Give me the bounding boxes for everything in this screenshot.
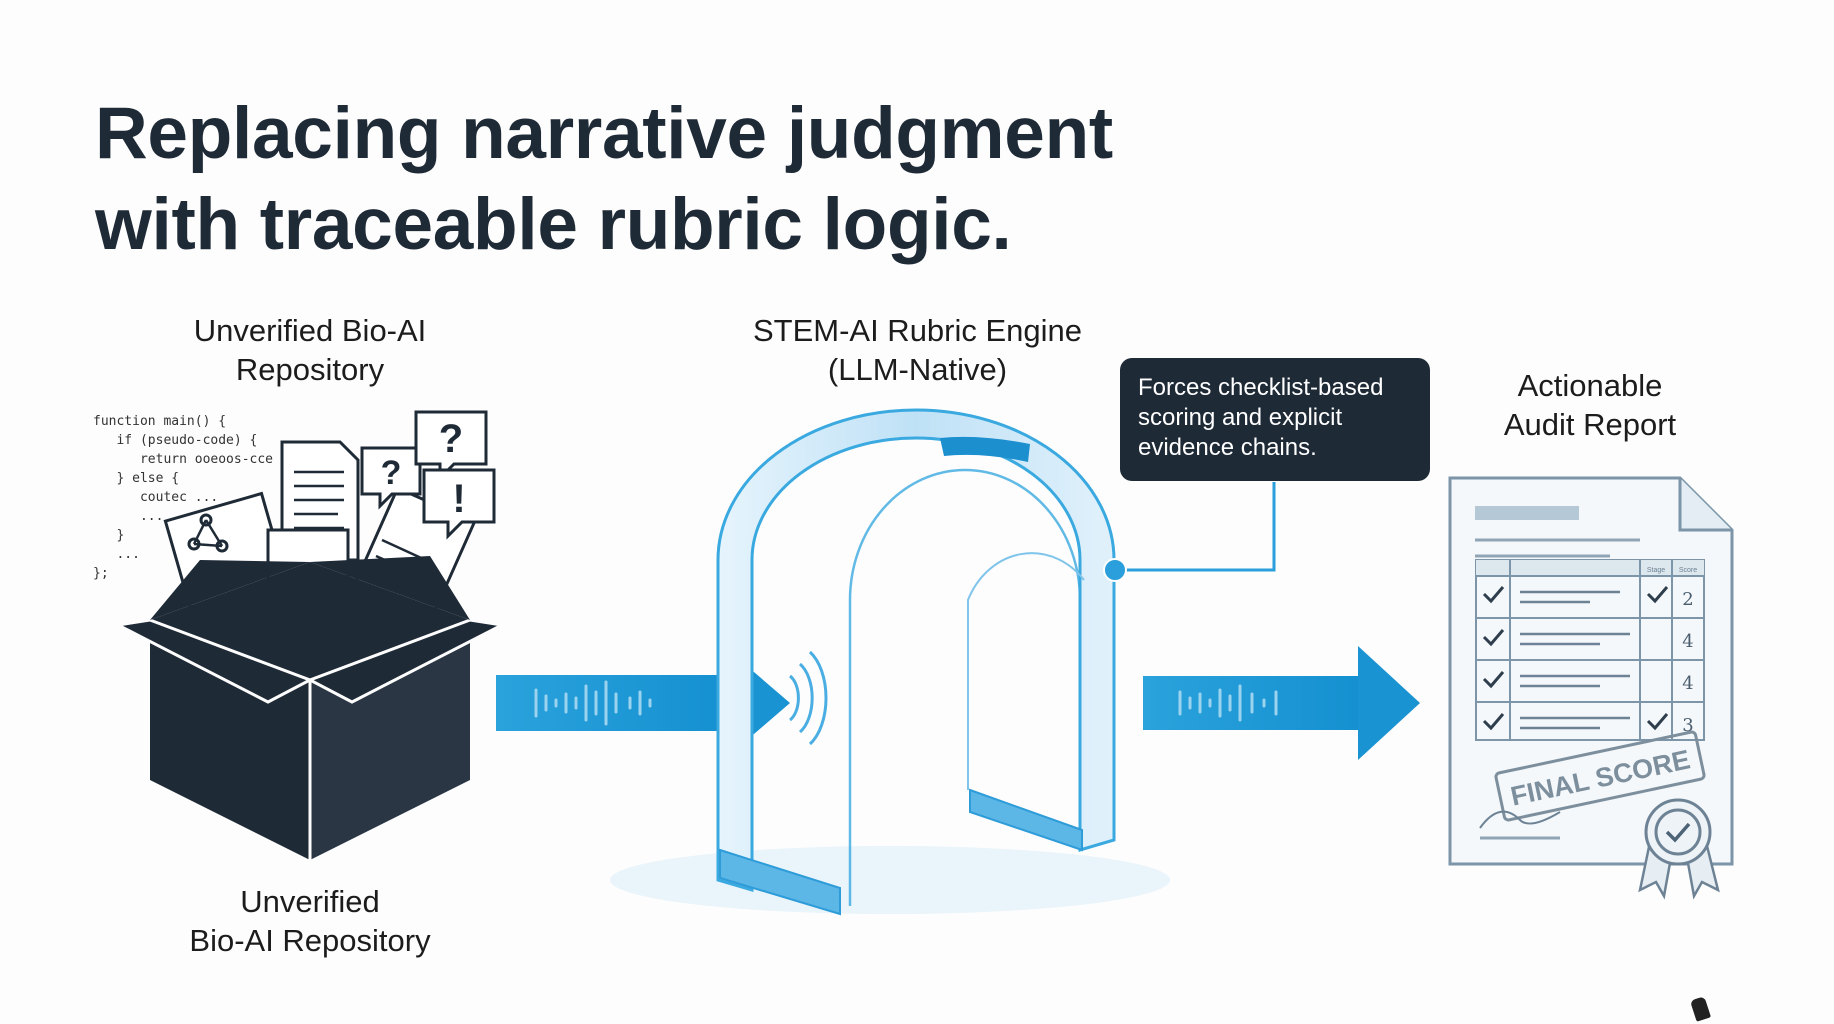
code-line: ... <box>93 509 164 524</box>
column-header: Stage <box>1647 567 1665 574</box>
checkmark-icon <box>1482 671 1505 689</box>
callout-connector <box>1103 482 1276 582</box>
rubric-engine-arch <box>610 408 1170 916</box>
engine-callout: Forces checklist-based scoring and expli… <box>1120 358 1430 481</box>
code-line: if (pseudo-code) { <box>93 433 258 448</box>
source-label-bottom-line-1: Unverified <box>240 884 380 919</box>
source-label-top-line-2: Repository <box>235 352 385 387</box>
code-line: } <box>93 528 125 543</box>
score-value: 2 <box>1682 589 1693 610</box>
award-seal-icon <box>1638 798 1720 900</box>
source-label-top: Unverified Bio-AI Repository <box>160 311 460 389</box>
report-label: Actionable Audit Report <box>1460 366 1720 444</box>
title-line-2: with traceable rubric logic. <box>95 184 1012 265</box>
title-line-1: Replacing narrative judgment <box>95 93 1113 174</box>
callout-line-3: evidence chains. <box>1138 434 1317 461</box>
checkmark-icon <box>1482 713 1505 731</box>
table-row: 2 <box>1476 575 1704 610</box>
source-label-top-line-1: Unverified Bio-AI <box>193 313 427 348</box>
table-row: 4 <box>1476 617 1704 652</box>
checkmark-icon <box>1482 629 1505 647</box>
exclamation-bubble-icon: ! <box>422 468 496 540</box>
bubble-glyph: ? <box>381 454 402 492</box>
code-line: function main() { <box>93 414 227 429</box>
callout-line-1: Forces checklist-based <box>1138 374 1384 401</box>
code-line: } else { <box>93 471 180 486</box>
score-table: Stage Score 2 4 4 <box>1475 559 1705 741</box>
code-line: }; <box>93 566 109 581</box>
page-title: Replacing narrative judgment with tracea… <box>95 88 1113 270</box>
pseudo-code-snippet: function main() { if (pseudo-code) { ret… <box>93 412 273 583</box>
bubble-glyph: ! <box>452 477 465 521</box>
score-value: 4 <box>1682 673 1693 694</box>
output-arrow <box>1143 646 1420 760</box>
audit-report-document: Stage Score 2 4 4 <box>1448 476 1734 900</box>
bubble-glyph: ? <box>439 417 463 461</box>
checkmark-icon <box>1646 713 1669 731</box>
table-row: 4 <box>1476 659 1704 694</box>
report-label-line-2: Audit Report <box>1503 407 1677 442</box>
code-line: coutec ... <box>93 490 219 505</box>
source-label-bottom: Unverified Bio-AI Repository <box>160 882 460 960</box>
table-row: 3 <box>1476 701 1704 736</box>
code-line: return ooeoos-cce <box>93 452 274 467</box>
report-label-line-1: Actionable <box>1517 368 1663 403</box>
checkmark-icon <box>1482 586 1505 604</box>
repository-box-illustration: ? ? ! <box>113 410 507 860</box>
source-label-bottom-line-2: Bio-AI Repository <box>189 923 431 958</box>
question-bubble-icon: ? <box>360 446 422 510</box>
score-value: 4 <box>1682 631 1693 652</box>
score-value: 3 <box>1682 715 1693 736</box>
engine-label: STEM-AI Rubric Engine (LLM-Native) <box>720 311 1115 389</box>
column-header: Score <box>1679 567 1697 574</box>
open-box-icon <box>113 556 507 860</box>
checkmark-icon <box>1646 586 1669 604</box>
code-line: ... <box>93 547 140 562</box>
question-bubble-icon: ? <box>414 410 488 482</box>
engine-label-line-1: STEM-AI Rubric Engine <box>752 313 1083 348</box>
callout-line-2: scoring and explicit <box>1138 404 1343 431</box>
engine-label-line-2: (LLM-Native) <box>827 352 1008 387</box>
